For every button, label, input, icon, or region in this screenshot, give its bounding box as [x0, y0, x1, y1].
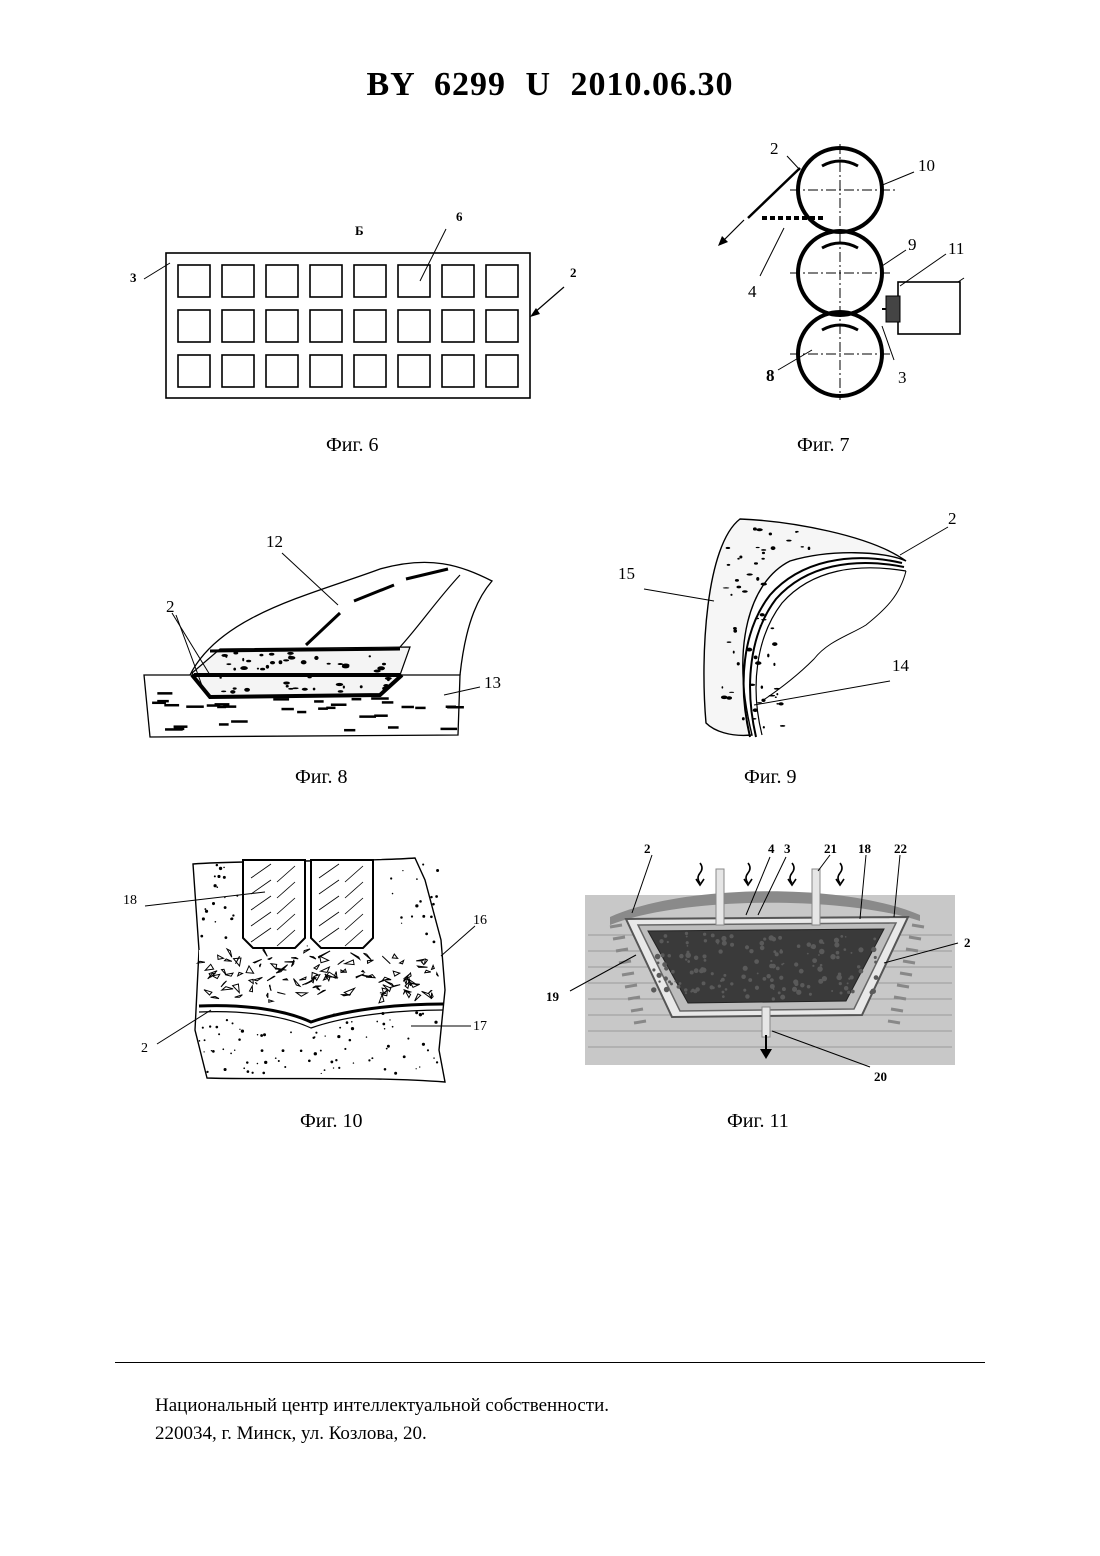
fig10-label-2: 2: [141, 1041, 148, 1056]
footer-rule: [115, 1362, 985, 1363]
fig8-label-12: 12: [266, 532, 283, 551]
fig8-label-13: 13: [484, 673, 501, 692]
fig11-label-4: 4: [768, 841, 775, 856]
figure-10-caption: Фиг. 10: [300, 1110, 362, 1133]
fig8-label-2: 2: [166, 597, 175, 616]
fig7-label-8: 8: [766, 366, 775, 385]
figure-8-caption: Фиг. 8: [295, 766, 347, 789]
fig7-label-4: 4: [748, 282, 757, 301]
figure-6-drawing: Б 6 3 2: [120, 205, 600, 415]
fig11-label-2-left: 2: [644, 841, 651, 856]
figure-11-drawing: 2 4 3 21 18 22 2 19 20: [540, 835, 980, 1095]
fig10-label-17: 17: [473, 1019, 487, 1034]
fig7-label-3: 3: [898, 368, 907, 387]
fig9-label-15: 15: [618, 564, 635, 583]
fig11-label-20: 20: [874, 1069, 887, 1084]
footer: Национальный центр интеллектуальной собс…: [155, 1392, 609, 1448]
fig11-label-3: 3: [784, 841, 791, 856]
fig7-label-2: 2: [770, 139, 779, 158]
figure-8-drawing: 12 2 13: [130, 525, 530, 745]
fig10-label-16: 16: [473, 913, 487, 928]
figure-9-drawing: 2 15 14: [610, 505, 980, 755]
fig11-label-18: 18: [858, 841, 872, 856]
fig10-label-18: 18: [123, 893, 137, 908]
figure-6-caption: Фиг. 6: [326, 434, 378, 457]
fig11-label-21: 21: [824, 841, 837, 856]
fig11-label-19: 19: [546, 989, 560, 1004]
fig7-label-10: 10: [918, 156, 935, 175]
fig6-label-6: 6: [456, 209, 463, 224]
fig7-label-11: 11: [948, 239, 964, 258]
patent-header: BY 6299 U 2010.06.30: [0, 66, 1100, 104]
figure-10-drawing: 18 16 2 17: [115, 850, 505, 1090]
fig11-label-2-right: 2: [964, 935, 971, 950]
footer-organization: Национальный центр интеллектуальной собс…: [155, 1392, 609, 1420]
footer-address: 220034, г. Минск, ул. Козлова, 20.: [155, 1420, 609, 1448]
fig11-label-22: 22: [894, 841, 907, 856]
fig6-label-2: 2: [570, 265, 577, 280]
fig7-label-9: 9: [908, 235, 917, 254]
fig9-label-2: 2: [948, 509, 957, 528]
fig9-label-14: 14: [892, 656, 910, 675]
figure-9-caption: Фиг. 9: [744, 766, 796, 789]
fig6-label-3: 3: [130, 270, 137, 285]
fig6-label-top: Б: [355, 223, 364, 238]
figure-7-caption: Фиг. 7: [797, 434, 849, 457]
figure-11-caption: Фиг. 11: [727, 1110, 789, 1133]
figure-7-drawing: 2 10 9 11 4 8 3: [700, 130, 980, 410]
